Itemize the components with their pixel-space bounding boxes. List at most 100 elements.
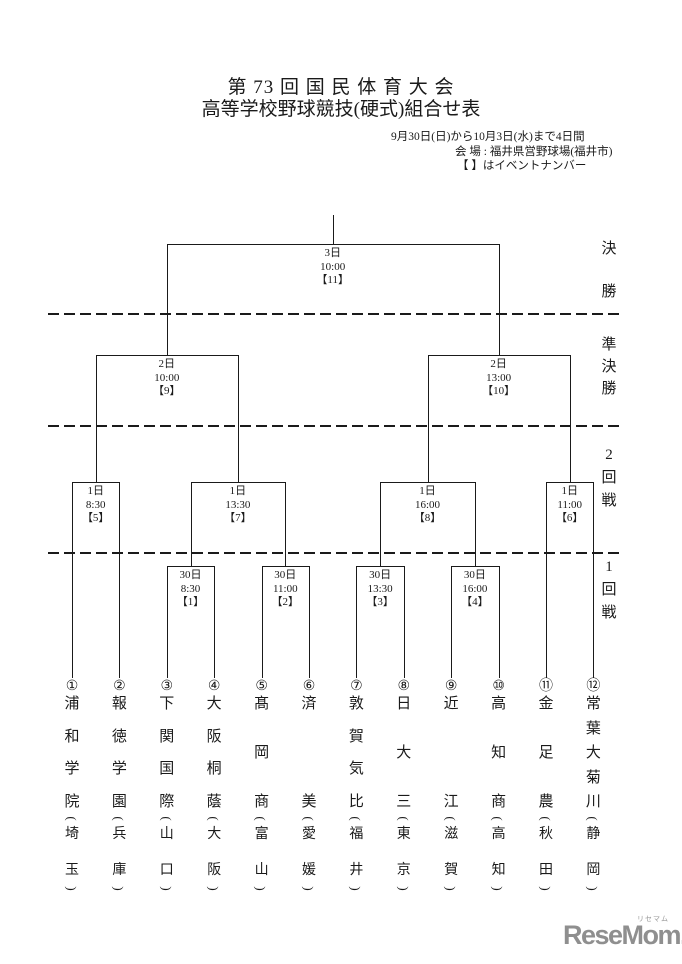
team-name-char: 阪 [206, 728, 222, 745]
paren-close-icon: ) [396, 886, 412, 891]
match-event-number: 【1】 [176, 596, 205, 608]
paren-close-icon: ) [301, 886, 317, 891]
team-prefecture-char: 静 [586, 827, 601, 842]
match-day: 1日 [87, 485, 104, 497]
match-day: 30日 [463, 569, 486, 581]
resemom-logo: リセマム ReseMom. [563, 914, 682, 954]
match-event-number: 【8】 [413, 512, 442, 524]
bracket-connector-line [190, 482, 287, 483]
round-label-char: 決 [601, 359, 617, 375]
round-label-char: 1 [605, 559, 613, 575]
bracket-connector-line [72, 482, 121, 483]
match-event-number: 【9】 [153, 385, 181, 397]
team-name: 報徳学園 [112, 697, 127, 810]
team-name-char: 和 [64, 728, 80, 745]
bracket-connector-line [451, 566, 453, 678]
team-name-char: 川 [585, 794, 601, 810]
team-name-char: 常 [585, 696, 601, 712]
team-prefecture-char: 東 [396, 827, 411, 842]
team-name: 大阪桐蔭 [207, 697, 222, 810]
match-day: 30日 [274, 569, 297, 581]
team-name-char: 関 [159, 728, 175, 745]
team-name: 近江 [444, 697, 459, 810]
bracket-connector-line [380, 482, 476, 483]
team-name-char: 知 [491, 745, 507, 761]
team-prefecture-char: 愛 [302, 827, 316, 842]
tournament-title: 第 73 回 国 民 体 育 大 会 [227, 77, 455, 98]
match-day: 30日 [179, 569, 202, 581]
team-name-char: 賀 [348, 728, 364, 745]
champion-line [332, 215, 334, 244]
match-day: 2日 [490, 358, 507, 370]
logo-furigana: リセマム [637, 916, 669, 923]
bracket-connector-line [546, 482, 595, 483]
bracket-connector-line [166, 244, 500, 245]
team-name-char: 足 [538, 745, 554, 761]
team-name-char: 院 [64, 793, 80, 810]
team-name-char: 浦 [64, 696, 80, 712]
team-prefecture-char: 媛 [302, 863, 316, 878]
team-seed: ⑦ [350, 679, 363, 694]
match-time: 10:00 [320, 260, 346, 273]
round-label-char: 勝 [601, 284, 617, 300]
bracket-connector-line [474, 482, 476, 566]
team-name-char: 学 [64, 761, 80, 778]
paren-open-icon: ( [111, 816, 127, 821]
team-name-char: 商 [254, 794, 270, 810]
match-event-number: 【4】 [461, 596, 489, 608]
bracket-connector-line [72, 482, 73, 678]
team-seed: ③ [160, 679, 174, 694]
team-prefecture-char: 高 [491, 827, 506, 842]
team-prefecture: 愛媛 [302, 828, 316, 878]
bracket-connector-line [546, 482, 547, 678]
match-time: 8:30 [85, 498, 106, 511]
paren-open-icon: ( [491, 816, 507, 821]
bracket-connector-line [261, 566, 310, 567]
team-name-char: 日 [396, 696, 412, 712]
paren-open-icon: ( [348, 816, 364, 821]
bracket-connector-line [119, 482, 121, 678]
team-name: 髙岡商 [254, 697, 269, 810]
match-event-number: 【10】 [482, 385, 516, 397]
team-name-char: 江 [443, 794, 459, 810]
team-name-char: 三 [396, 794, 412, 810]
team-prefecture: 静岡 [586, 828, 600, 878]
tournament-subtitle: 高等学校野球競技(硬式)組合せ表 [201, 99, 481, 120]
team-name-char: 国 [159, 761, 175, 778]
paren-close-icon: ) [443, 886, 459, 891]
match-day: 1日 [419, 485, 436, 497]
bracket-connector-line [261, 566, 263, 678]
round-divider-line [48, 313, 622, 315]
round-label-semifinal: 準決勝 [600, 338, 618, 398]
match-event-number: 【5】 [81, 512, 110, 524]
team-prefecture: 兵庫 [112, 828, 126, 878]
match-time: 10:00 [154, 371, 180, 384]
bracket-connector-line [190, 482, 192, 566]
team-prefecture-char: 秋 [539, 827, 553, 842]
team-name-char: 葉 [585, 720, 601, 737]
team-seed: ⑩ [492, 679, 505, 694]
match-time: 16:00 [462, 582, 488, 595]
round-label-char: 戦 [601, 605, 617, 621]
team-prefecture: 埼玉 [65, 828, 79, 878]
venue-note: 会 場 : 福井県営野球場(福井市) [455, 146, 613, 158]
round-label-char: 決 [601, 241, 617, 257]
team-prefecture-char: 田 [539, 863, 553, 878]
match-day: 1日 [229, 485, 247, 497]
team-seed: ⑨ [444, 679, 458, 694]
date-range-note: 9月30日(日)から10月3日(水)まで4日間 [391, 131, 585, 143]
paren-close-icon: ) [159, 886, 175, 891]
paren-close-icon: ) [64, 886, 80, 891]
team-name-char: 気 [348, 761, 364, 778]
team-prefecture-char: 兵 [112, 827, 127, 842]
team-name-char: 徳 [111, 728, 127, 745]
team-name-char: 近 [443, 696, 459, 712]
match-time: 11:00 [272, 582, 298, 595]
